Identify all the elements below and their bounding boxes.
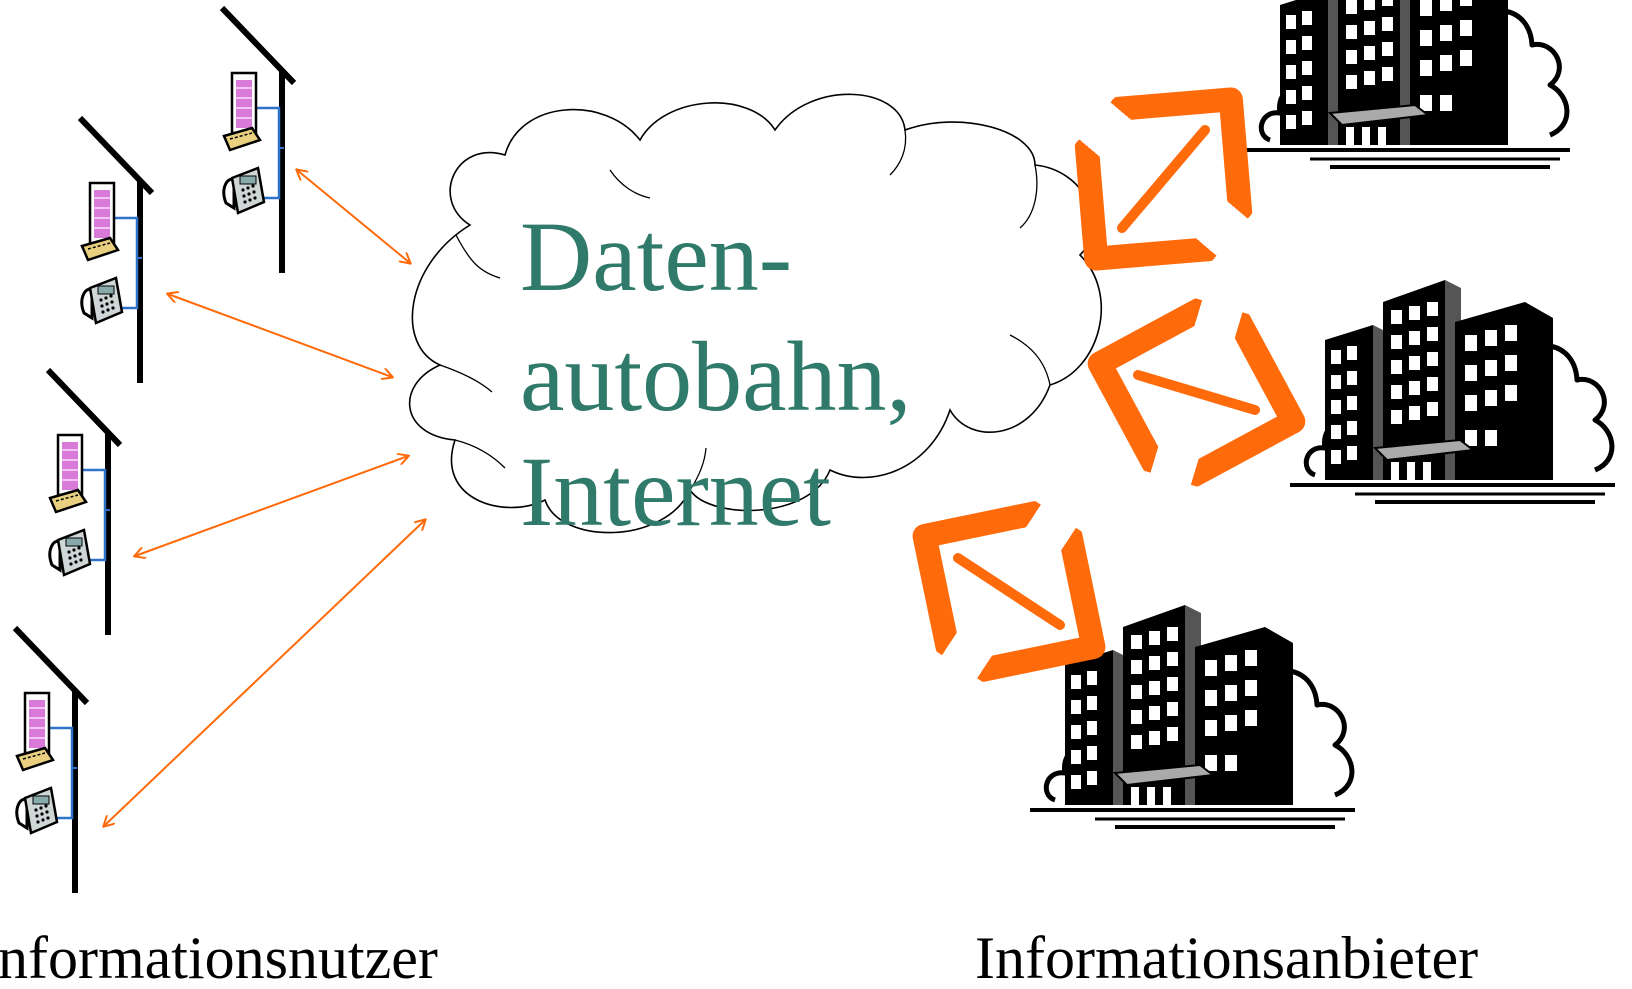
cloud-label-line2: autobahn, (520, 321, 912, 432)
provider-arrow-bottom (958, 558, 1060, 625)
user-site-3 (48, 370, 120, 635)
cloud-label-line1: Daten- (520, 201, 792, 312)
cloud-icon (408, 93, 1103, 534)
office-building-bottom (1030, 605, 1355, 827)
provider-arrow-top (1122, 130, 1205, 228)
user-arrow-2 (168, 294, 392, 377)
providers-caption: Informationsanbieter (975, 925, 1478, 989)
provider-connections (958, 130, 1255, 625)
user-site-1 (222, 8, 294, 273)
user-arrow-4 (104, 520, 425, 826)
user-site-2 (80, 118, 152, 383)
user-connections (104, 170, 425, 826)
cloud-label-line3: Internet (520, 436, 831, 547)
office-building-top (1245, 0, 1570, 167)
office-building-middle (1290, 280, 1615, 502)
users-caption: Informationsnutzer (0, 925, 438, 989)
user-site-4 (15, 628, 87, 893)
user-arrow-3 (135, 456, 408, 556)
user-arrow-1 (297, 170, 410, 263)
provider-arrow-middle (1138, 375, 1255, 410)
